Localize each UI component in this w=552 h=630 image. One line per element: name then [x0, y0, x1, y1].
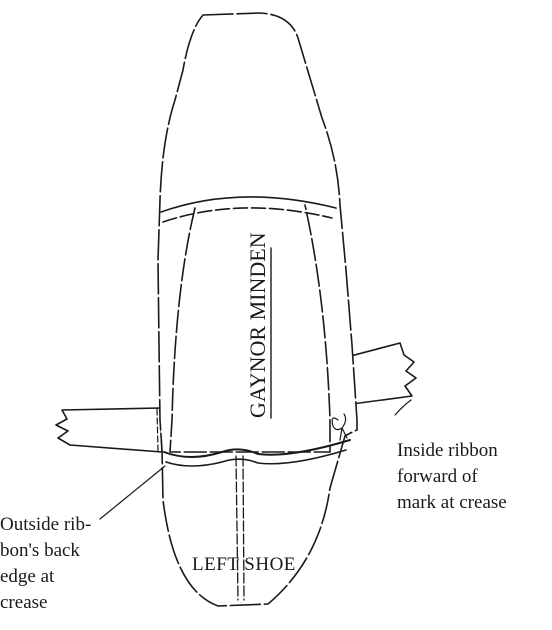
- outside-ribbon-label: Outside rib- bon's back edge at crease: [0, 512, 150, 616]
- outside-ribbon: [56, 408, 162, 452]
- inside-ribbon-leader: [395, 400, 411, 415]
- brand-stamp: GAYNOR MINDEN: [245, 232, 270, 418]
- shoe-caption: LEFT SHOE: [192, 552, 362, 578]
- inside-ribbon-label: Inside ribbon forward of mark at crease: [397, 438, 552, 516]
